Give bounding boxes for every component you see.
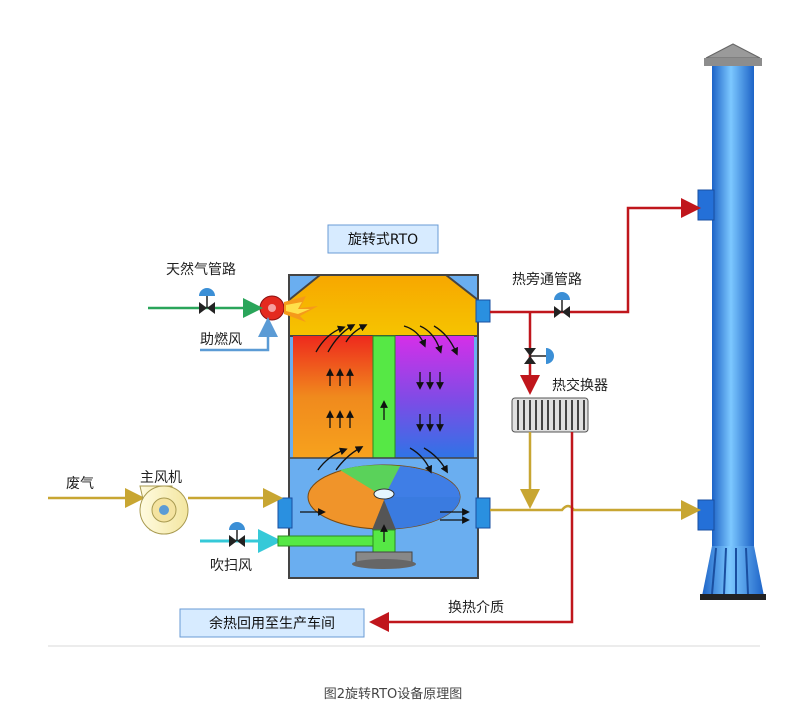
rto-title: 旋转式RTO xyxy=(348,232,418,248)
figure-caption: 图2旋转RTO设备原理图 xyxy=(323,687,463,702)
heat-medium-label: 换热介质 xyxy=(448,599,504,616)
rto-diagram: 旋转式RTO 天然气管路 助燃风 废气 主风机 xyxy=(48,43,766,647)
chimney xyxy=(697,43,766,600)
heat-exchanger-label: 热交换器 xyxy=(552,377,608,394)
main-fan-label: 主风机 xyxy=(140,470,182,486)
hot-bypass-line: 热旁通管路 xyxy=(490,198,701,318)
exchanger-valve-icon xyxy=(524,348,554,364)
exhaust-inlet-line: 废气 xyxy=(48,476,283,508)
purge-valve-icon xyxy=(229,522,245,547)
combustion-air-line: 助燃风 xyxy=(200,317,278,352)
natural-gas-label: 天然气管路 xyxy=(166,261,236,278)
natural-gas-line: 天然气管路 xyxy=(148,261,263,318)
rto-body: 旋转式RTO xyxy=(277,224,491,579)
hot-bypass-label: 热旁通管路 xyxy=(512,271,582,288)
waste-heat-box: 余热回用至生产车间 xyxy=(179,608,365,638)
heat-exchanger-icon xyxy=(511,397,589,433)
waste-heat-label: 余热回用至生产车间 xyxy=(209,615,335,632)
purge-air-label: 吹扫风 xyxy=(210,558,252,574)
heat-exchanger-branch: 热交换器 换热介质 xyxy=(369,312,701,632)
purge-air-line: 吹扫风 xyxy=(200,522,374,574)
bypass-valve-icon xyxy=(554,292,570,318)
combustion-air-label: 助燃风 xyxy=(200,331,242,348)
main-fan-icon: 主风机 xyxy=(139,470,189,535)
gas-valve-icon xyxy=(199,288,215,314)
burner xyxy=(259,295,318,322)
exhaust-gas-label: 废气 xyxy=(66,476,94,492)
